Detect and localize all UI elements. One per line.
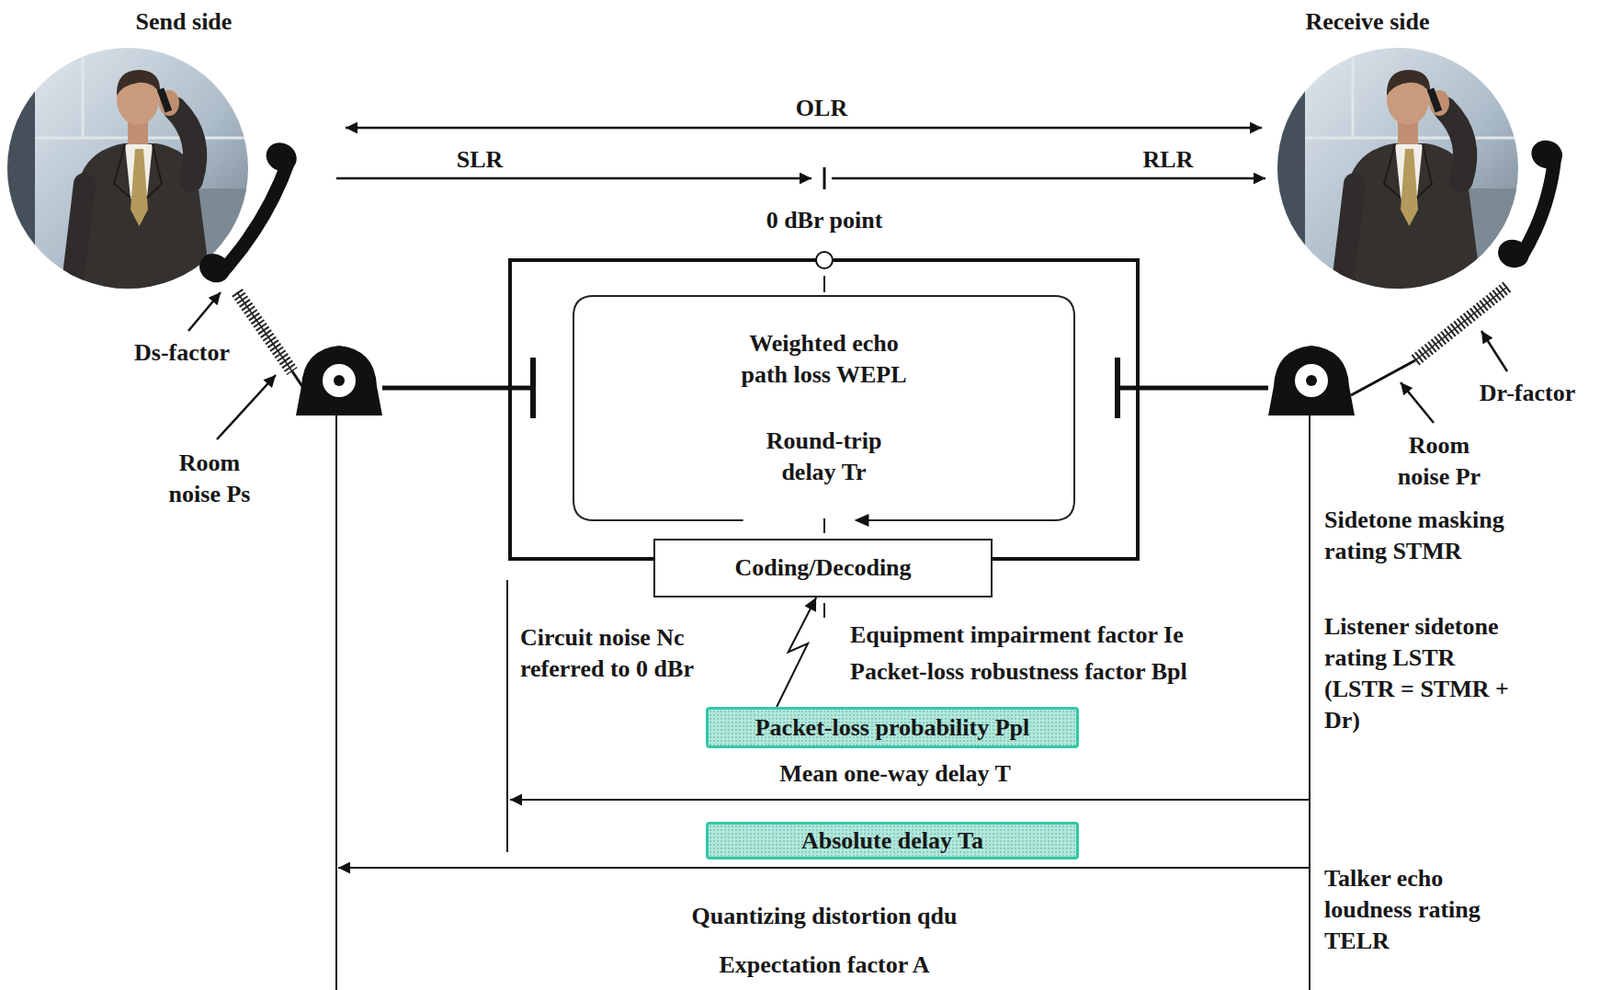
parameter-label: Circuit noise Nc referred to 0 dBr	[520, 622, 723, 685]
node-text: Packet-loss probability Ppl	[755, 712, 1031, 744]
telephone-dial-center	[1305, 374, 1317, 386]
subscriber-line	[382, 385, 534, 391]
mouthpiece	[1494, 235, 1533, 272]
parameter-label: Talker echo loudness rating TELR	[1324, 862, 1509, 957]
loop-outline	[571, 294, 1077, 522]
handset	[1494, 136, 1566, 272]
earpiece	[1527, 136, 1566, 172]
line-termination	[530, 357, 536, 419]
side-title: Receive side	[1304, 6, 1430, 38]
center-dash	[823, 518, 826, 534]
leader-arrow	[216, 374, 276, 440]
handset-grip	[221, 160, 295, 275]
parameter-box: Absolute delay Ta	[705, 821, 1079, 860]
node-text: Absolute delay Ta	[801, 825, 984, 857]
leader-arrow	[188, 292, 221, 331]
telephone-set	[295, 345, 383, 416]
coiled-cord	[237, 292, 293, 372]
echo-path-box: Weighted echo path loss WEPL Round-trip d…	[571, 294, 1077, 522]
telephone-dial-center	[333, 374, 345, 386]
parameter-label: Sidetone masking rating STMR	[1324, 504, 1555, 568]
rlr-arrow	[831, 177, 1266, 181]
rating-label: SLR	[456, 144, 504, 176]
mouthpiece	[193, 248, 236, 288]
center-dash	[823, 602, 826, 618]
telephone-dial	[322, 363, 356, 398]
parameter-label: Expectation factor A	[718, 949, 930, 981]
parameter-label: Packet-loss robustness factor Bpl	[850, 656, 1188, 688]
reference-line	[335, 415, 338, 990]
leader-arrow	[1481, 330, 1508, 372]
parameter-label: Listener sidetone rating LSTR (LSTR = ST…	[1324, 611, 1518, 737]
network-frame	[510, 260, 1138, 559]
reference-point-label: 0 dBr point	[766, 204, 884, 237]
parameter-box: Packet-loss probability Ppl	[705, 706, 1079, 749]
telephone-set	[1268, 345, 1355, 416]
node-text: Round-trip delay Tr	[748, 425, 900, 488]
reference-tick	[823, 167, 827, 190]
parameter-label: Equipment impairment factor Ie	[850, 619, 1184, 651]
delay-arrow	[510, 798, 1310, 801]
parameter-label: Mean one-way delay T	[779, 758, 1011, 790]
telephone-dial	[1294, 363, 1328, 398]
rating-label: RLR	[1143, 144, 1194, 176]
reference-point	[816, 251, 833, 269]
handset	[193, 136, 302, 288]
subscriber-line	[1117, 385, 1269, 391]
impairment-bolt	[776, 597, 817, 707]
olr-arrow	[345, 126, 1262, 130]
reference-line	[1308, 415, 1311, 990]
line-termination	[1114, 357, 1121, 419]
loop-border	[573, 295, 1075, 521]
center-dash	[823, 275, 826, 293]
parameter-label: Room noise Pr	[1384, 430, 1495, 493]
parameter-label: Ds-factor	[134, 337, 230, 369]
earpiece	[260, 136, 303, 177]
codec-box: Coding/Decoding	[653, 538, 993, 598]
parameter-label: Dr-factor	[1479, 377, 1576, 409]
rating-label: OLR	[795, 92, 848, 125]
cord	[292, 371, 307, 394]
coiled-cord	[237, 292, 293, 372]
handset-grip	[1520, 157, 1561, 259]
parameter-label: Quantizing distortion qdu	[692, 900, 958, 932]
loop-arrow-head	[853, 513, 869, 527]
delay-arrow	[338, 866, 1310, 869]
receiver-photo	[1270, 36, 1537, 304]
reference-line	[506, 579, 509, 852]
side-title: Send side	[136, 6, 233, 38]
sender-photo	[0, 36, 267, 304]
parameter-label: Room noise Ps	[154, 447, 265, 511]
slr-arrow	[336, 177, 812, 181]
node-text: Weighted echo path loss WEPL	[729, 328, 919, 391]
leader-arrow	[1400, 382, 1434, 423]
node-text: Coding/Decoding	[734, 552, 911, 584]
